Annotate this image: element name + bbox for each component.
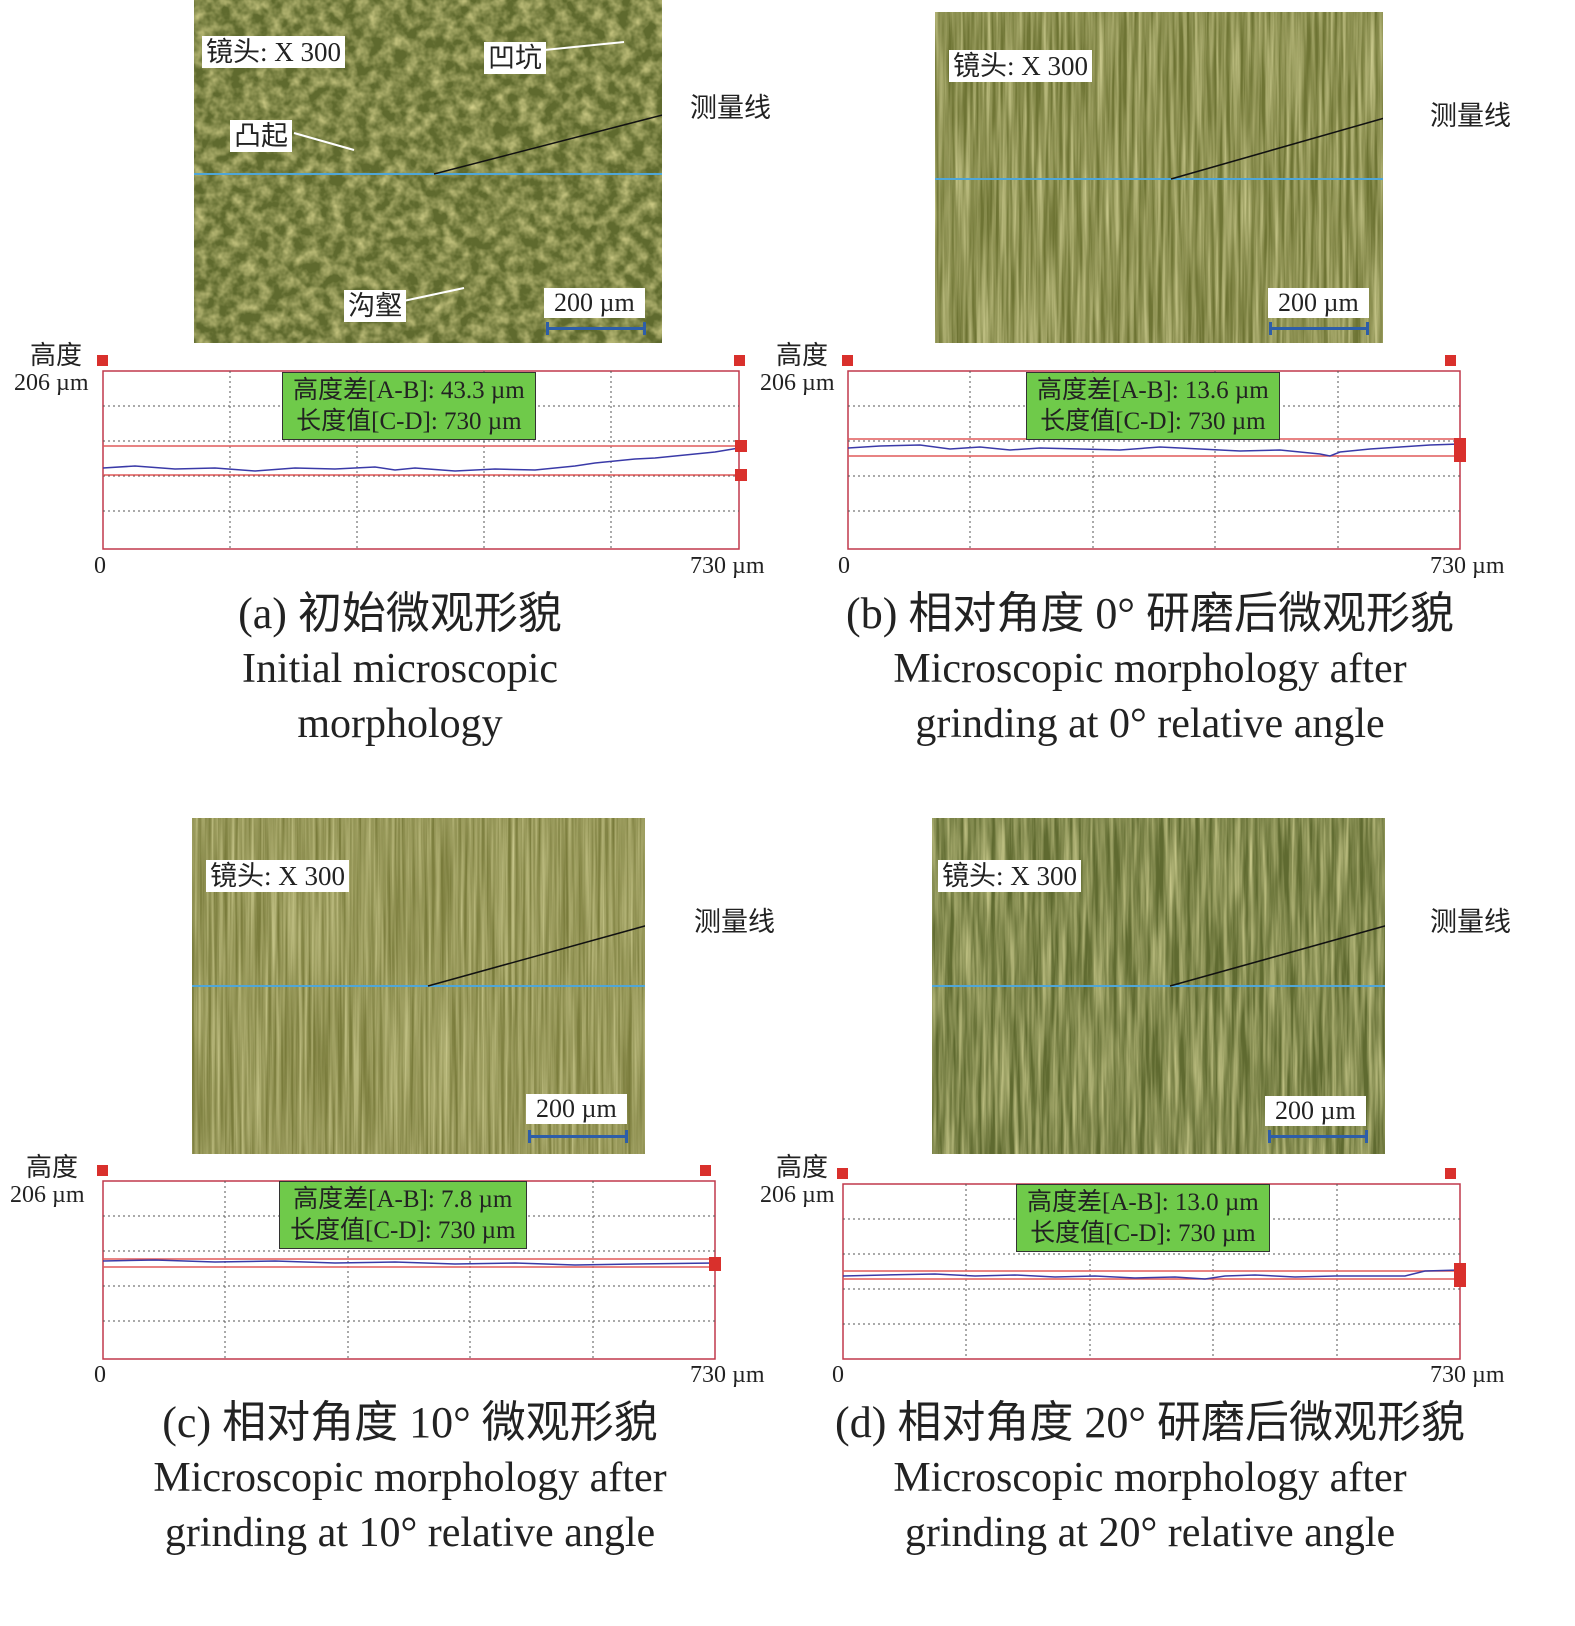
- caption-d: (d) 相对角度 20° 研磨后微观形貌 Microscopic morphol…: [800, 1395, 1500, 1561]
- caption-en-line2: morphology: [297, 701, 503, 747]
- caption-en-line1: Microscopic morphology after: [893, 1455, 1407, 1501]
- measure-line-label: 测量线: [1430, 101, 1511, 131]
- profile-x-min: 0: [838, 553, 850, 579]
- caption-en-line2: grinding at 10° relative angle: [164, 1510, 656, 1556]
- profile-y-max: 206 µm: [14, 370, 89, 396]
- micrograph-d: 镜头: X 300 200 µm: [932, 818, 1385, 1154]
- caption-zh: (c) 相对角度 10° 微观形貌: [162, 1398, 658, 1447]
- caption-en-line2: grinding at 20° relative angle: [904, 1510, 1396, 1556]
- length-val: 长度值[C-D]: 730 µm: [290, 1217, 516, 1244]
- micrograph-b-texture: [935, 12, 1383, 343]
- profile-y-label: 高度: [776, 341, 829, 370]
- annotation-bump: 凸起: [230, 120, 292, 152]
- height-diff: 高度差[A-B]: 13.0 µm: [1027, 1189, 1259, 1216]
- scale-label: 200 µm: [1265, 1096, 1366, 1126]
- profile-readout-a: 高度差[A-B]: 43.3 µm 长度值[C-D]: 730 µm: [282, 372, 536, 440]
- caption-c: (c) 相对角度 10° 微观形貌 Microscopic morphology…: [80, 1395, 740, 1561]
- lens-label: 镜头: X 300: [938, 860, 1081, 892]
- scale-label: 200 µm: [1268, 288, 1369, 318]
- profile-x-min: 0: [832, 1362, 844, 1388]
- profile-y-max: 206 µm: [760, 1182, 835, 1208]
- micrograph-a: 镜头: X 300 凹坑 凸起 沟壑 200 µm: [194, 0, 662, 343]
- scale-bar: [1269, 322, 1369, 335]
- measure-line-label: 测量线: [1430, 907, 1511, 937]
- lens-label: 镜头: X 300: [206, 860, 349, 892]
- annotation-groove: 沟壑: [344, 290, 406, 322]
- profile-x-max: 730 µm: [690, 553, 765, 579]
- scale-bar: [528, 1130, 628, 1143]
- profile-readout-b: 高度差[A-B]: 13.6 µm 长度值[C-D]: 730 µm: [1026, 372, 1280, 440]
- height-diff: 高度差[A-B]: 13.6 µm: [1037, 377, 1269, 404]
- caption-b: (b) 相对角度 0° 研磨后微观形貌 Microscopic morpholo…: [800, 586, 1500, 752]
- profile-readout-c: 高度差[A-B]: 7.8 µm 长度值[C-D]: 730 µm: [279, 1181, 527, 1249]
- scale-label: 200 µm: [526, 1094, 627, 1124]
- height-diff: 高度差[A-B]: 43.3 µm: [293, 377, 525, 404]
- profile-y-label: 高度: [776, 1153, 829, 1182]
- profile-x-max: 730 µm: [1430, 553, 1505, 579]
- profile-x-min: 0: [94, 1362, 106, 1388]
- scale-label: 200 µm: [544, 288, 645, 318]
- caption-en-line1: Initial microscopic: [241, 646, 559, 692]
- height-diff: 高度差[A-B]: 7.8 µm: [293, 1186, 513, 1213]
- caption-en-line2: grinding at 0° relative angle: [915, 701, 1385, 747]
- profile-y-max: 206 µm: [760, 370, 835, 396]
- profile-x-min: 0: [94, 553, 106, 579]
- length-val: 长度值[C-D]: 730 µm: [1030, 1220, 1256, 1247]
- annotation-pit: 凹坑: [484, 42, 546, 74]
- scale-bar: [546, 322, 646, 335]
- measure-line-label: 测量线: [694, 907, 775, 937]
- scale-bar: [1268, 1130, 1368, 1143]
- caption-a: (a) 初始微观形貌 Initial microscopic morpholog…: [100, 586, 700, 752]
- profile-readout-d: 高度差[A-B]: 13.0 µm 长度值[C-D]: 730 µm: [1016, 1184, 1270, 1252]
- caption-zh: (d) 相对角度 20° 研磨后微观形貌: [835, 1398, 1465, 1447]
- caption-zh: (a) 初始微观形貌: [238, 589, 562, 638]
- caption-en-line1: Microscopic morphology after: [893, 646, 1407, 692]
- caption-zh: (b) 相对角度 0° 研磨后微观形貌: [846, 589, 1454, 638]
- micrograph-c: 镜头: X 300 200 µm: [192, 818, 645, 1154]
- profile-x-max: 730 µm: [690, 1362, 765, 1388]
- lens-label: 镜头: X 300: [949, 50, 1092, 82]
- profile-y-label: 高度: [30, 341, 83, 370]
- caption-en-line1: Microscopic morphology after: [153, 1455, 667, 1501]
- profile-y-max: 206 µm: [10, 1182, 85, 1208]
- profile-x-max: 730 µm: [1430, 1362, 1505, 1388]
- micrograph-b: 镜头: X 300 200 µm: [935, 12, 1383, 343]
- measure-line-label: 测量线: [690, 93, 771, 123]
- length-val: 长度值[C-D]: 730 µm: [1040, 408, 1266, 435]
- length-val: 长度值[C-D]: 730 µm: [296, 408, 522, 435]
- lens-label: 镜头: X 300: [202, 36, 345, 68]
- profile-y-label: 高度: [26, 1153, 79, 1182]
